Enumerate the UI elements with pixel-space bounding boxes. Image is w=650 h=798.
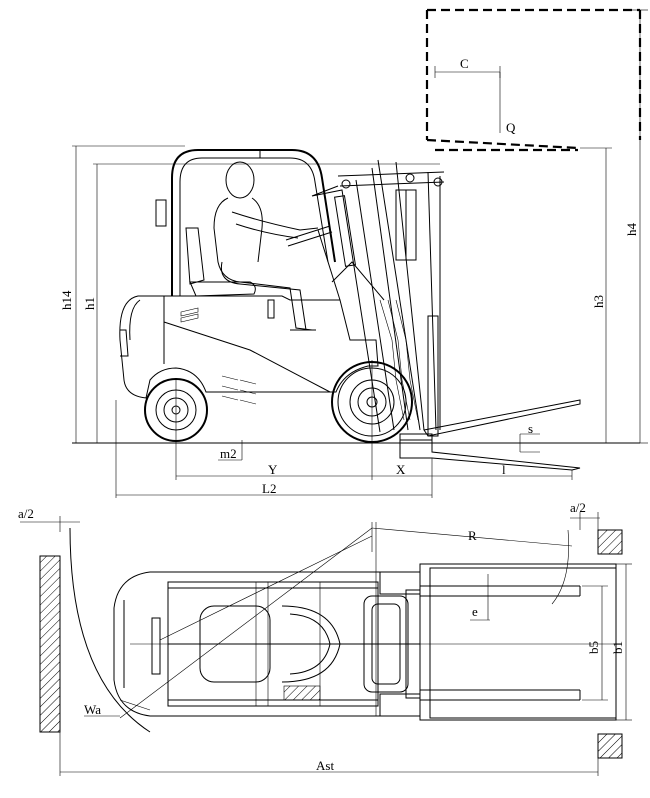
label-a2-left: a/2 — [18, 506, 34, 521]
label-b1: b1 — [610, 641, 625, 654]
label-e: e — [472, 604, 478, 619]
turning-radius: R — [69, 522, 573, 733]
label-r: R — [468, 528, 477, 543]
label-y: Y — [268, 462, 278, 477]
truck-body — [119, 295, 379, 405]
rear-wheel — [144, 378, 208, 452]
label-s: s — [528, 421, 533, 436]
dimension-wa: Wa — [84, 699, 151, 717]
label-q: Q — [506, 120, 516, 135]
truck-plan — [113, 522, 421, 717]
load-plan — [419, 563, 617, 721]
steering — [285, 225, 341, 301]
label-h4: h4 — [624, 223, 639, 237]
label-l2: L2 — [262, 481, 276, 496]
dimension-h1: h1 — [82, 163, 440, 443]
label-c: C — [460, 56, 469, 71]
label-m2: m2 — [220, 446, 237, 461]
mast — [311, 159, 445, 437]
label-l: l — [502, 462, 506, 477]
label-b5: b5 — [586, 641, 601, 654]
seat — [185, 227, 256, 297]
label-a2-right: a/2 — [570, 500, 586, 515]
dimension-e: e — [470, 574, 490, 621]
label-h1: h1 — [82, 297, 97, 310]
raised-load: C Q — [425, 8, 642, 152]
dimension-y-x-l: Y X l — [175, 452, 573, 498]
dimension-s: s — [519, 421, 540, 453]
side-view: C Q h4 h3 h14 h1 — [59, 8, 648, 498]
right-wall-top — [597, 529, 623, 555]
overhead-guard — [155, 149, 336, 296]
dimension-m2: m2 — [218, 440, 243, 461]
label-h14: h14 — [59, 290, 74, 310]
forks — [399, 399, 581, 471]
dimension-h14: h14 — [59, 145, 185, 443]
dimension-h3: h3 — [580, 147, 612, 443]
dimension-ast: Ast — [59, 732, 599, 776]
dimension-a2-right: a/2 — [570, 500, 600, 530]
operator-figure — [213, 161, 319, 331]
dimension-l2: L2 — [115, 400, 432, 498]
right-wall-bottom — [597, 733, 623, 759]
label-wa: Wa — [84, 702, 101, 717]
dimension-b5: b5 — [582, 585, 608, 701]
label-x: X — [396, 462, 406, 477]
dimension-a2-left: a/2 — [18, 506, 80, 532]
label-h3: h3 — [591, 295, 606, 308]
left-wall — [39, 555, 61, 733]
top-view: a/2 a/2 R Wa — [18, 500, 632, 776]
dimension-h4: h4 — [624, 9, 648, 444]
label-ast: Ast — [316, 758, 334, 773]
dimension-b1: b1 — [610, 563, 632, 721]
